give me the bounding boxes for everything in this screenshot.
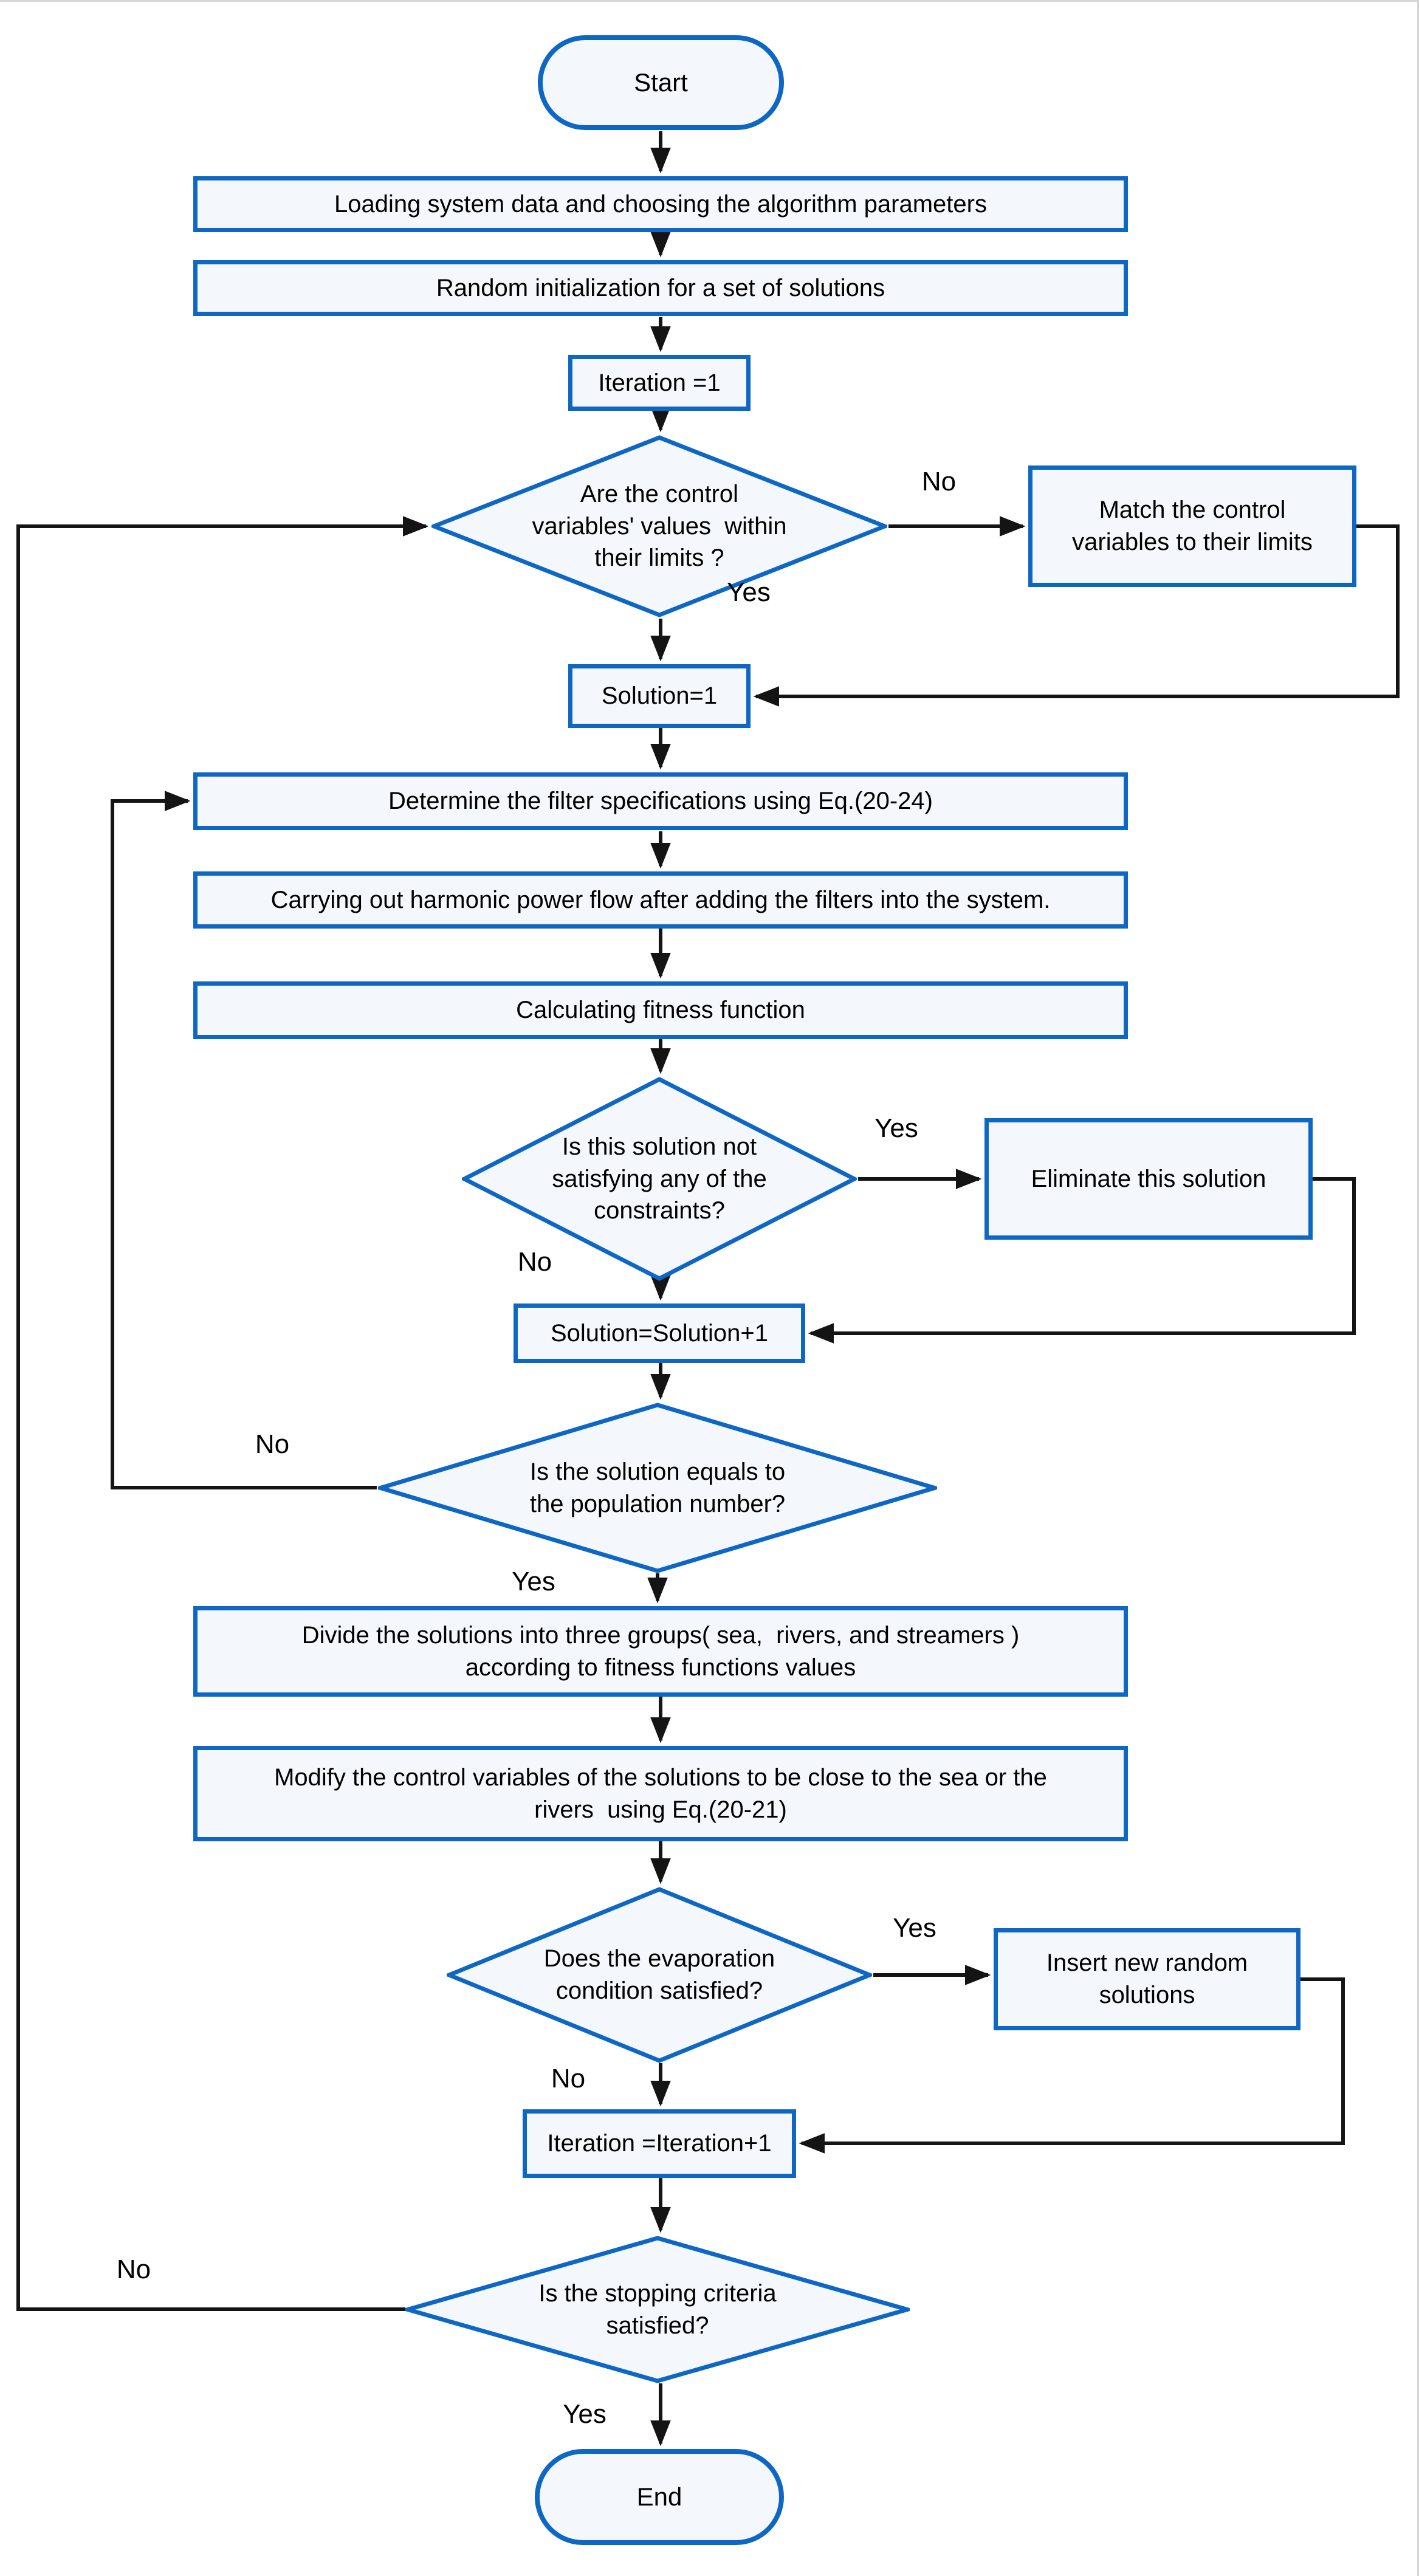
node-modify-vars-label: Modify the control variables of the solu… xyxy=(274,1764,1047,1823)
node-insert-random-label: Insert new random solutions xyxy=(1046,1949,1248,2008)
node-iteration-1-label: Iteration =1 xyxy=(598,369,721,396)
node-evaporation-check-label: Does the evaporation condition satisfied… xyxy=(543,1945,775,2004)
node-solution-1-label: Solution=1 xyxy=(601,682,718,710)
node-eliminate-label: Eliminate this solution xyxy=(1031,1165,1266,1192)
edge-label-evaporation-no: No xyxy=(551,2064,586,2093)
edge-label-population-no: No xyxy=(255,1429,290,1459)
node-limits-check-label: Are the control variables' values within… xyxy=(532,480,787,572)
node-load-data: Loading system data and choosing the alg… xyxy=(193,176,1128,232)
node-match-limits: Match the control variables to their lim… xyxy=(1028,465,1356,587)
node-stopping-check: Is the stopping criteria satisfied? xyxy=(405,2236,910,2383)
node-harmonic-flow-label: Carrying out harmonic power flow after a… xyxy=(270,886,1051,913)
edge-label-population-yes: Yes xyxy=(512,1567,555,1596)
stopping-diamond-shape xyxy=(405,2236,910,2383)
node-end: End xyxy=(535,2449,784,2545)
population-diamond-shape xyxy=(378,1403,937,1573)
limits-diamond-shape xyxy=(431,435,887,617)
node-harmonic-flow: Carrying out harmonic power flow after a… xyxy=(193,871,1128,929)
node-eliminate: Eliminate this solution xyxy=(984,1118,1313,1240)
node-start-label: Start xyxy=(634,68,688,97)
node-constraints-check-label: Is this solution not satisfying any of t… xyxy=(552,1133,767,1224)
node-solution-1: Solution=1 xyxy=(568,664,751,728)
node-limits-check: Are the control variables' values within… xyxy=(431,435,887,617)
node-end-label: End xyxy=(636,2482,682,2512)
edge-label-evaporation-yes: Yes xyxy=(893,1913,936,1943)
node-iteration-inc: Iteration =Iteration+1 xyxy=(523,2109,796,2178)
edge-label-limits-no: No xyxy=(921,467,957,496)
edge-eliminate-loop-to-solutioninc xyxy=(808,1177,1356,1344)
edge-label-limits-yes: Yes xyxy=(727,577,771,607)
edge-label-stopping-yes: Yes xyxy=(563,2399,606,2429)
node-modify-vars: Modify the control variables of the solu… xyxy=(193,1746,1128,1841)
evaporation-diamond-shape xyxy=(447,1887,872,2063)
node-random-init: Random initialization for a set of solut… xyxy=(193,260,1128,316)
node-population-check-label: Is the solution equals to the population… xyxy=(529,1458,786,1517)
constraints-diamond-shape xyxy=(462,1077,857,1281)
node-population-check: Is the solution equals to the population… xyxy=(378,1403,937,1573)
node-filter-specs: Determine the filter specifications usin… xyxy=(193,772,1128,830)
node-constraints-check: Is this solution not satisfying any of t… xyxy=(462,1077,857,1281)
node-start: Start xyxy=(538,35,784,130)
edge-stopping-no-loop-to-limits xyxy=(16,516,429,2311)
edge-label-constraints-yes: Yes xyxy=(874,1113,918,1143)
edge-label-constraints-no: No xyxy=(517,1247,552,1277)
node-match-limits-label: Match the control variables to their lim… xyxy=(1072,496,1313,555)
node-solution-inc: Solution=Solution+1 xyxy=(514,1303,805,1363)
node-iteration-1: Iteration =1 xyxy=(568,355,751,411)
node-divide-groups: Divide the solutions into three groups( … xyxy=(193,1606,1128,1697)
node-evaporation-check: Does the evaporation condition satisfied… xyxy=(447,1887,872,2063)
node-filter-specs-label: Determine the filter specifications usin… xyxy=(388,788,933,815)
node-fitness: Calculating fitness function xyxy=(193,981,1128,1039)
edge-label-stopping-no: No xyxy=(116,2255,151,2284)
node-fitness-label: Calculating fitness function xyxy=(516,997,805,1024)
node-divide-groups-label: Divide the solutions into three groups( … xyxy=(301,1621,1020,1681)
node-load-data-label: Loading system data and choosing the alg… xyxy=(334,190,987,218)
edge-population-no-loop-to-filterspecs xyxy=(111,791,377,1489)
edge-insert-loop-to-iterationinc xyxy=(799,1977,1345,2154)
node-random-init-label: Random initialization for a set of solut… xyxy=(436,274,885,301)
node-stopping-check-label: Is the stopping criteria satisfied? xyxy=(538,2279,777,2339)
node-insert-random: Insert new random solutions xyxy=(994,1928,1300,2030)
node-iteration-inc-label: Iteration =Iteration+1 xyxy=(547,2130,772,2157)
node-solution-inc-label: Solution=Solution+1 xyxy=(550,1319,769,1347)
edge-match-loop-to-solution1 xyxy=(753,524,1400,707)
